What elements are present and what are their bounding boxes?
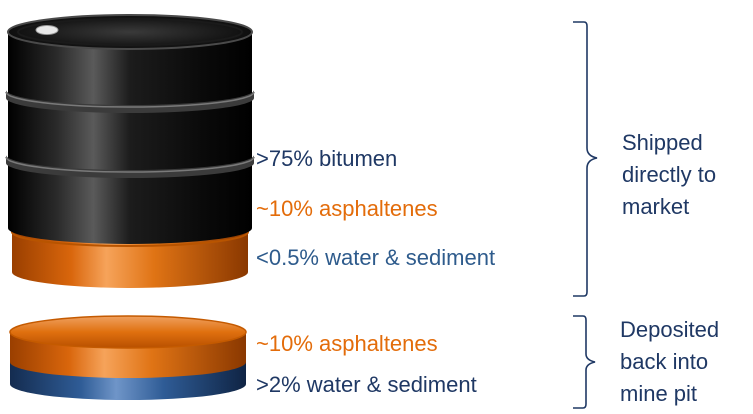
label-top-water-sediment: <0.5% water & sediment [256,245,496,270]
bottom-tray [9,315,247,400]
top-barrel-bitumen-body [8,32,252,244]
bung-cap-icon [35,25,59,35]
destination-deposited-line1: Deposited [620,317,720,342]
destination-deposited-line3: mine pit [620,381,698,406]
top-barrel [5,14,255,288]
destination-shipped-line1: Shipped [622,130,703,155]
bottom-bracket [573,315,596,409]
top-bracket [573,21,598,297]
destination-shipped: Shipped directly to market [622,127,716,223]
destination-shipped-line2: directly to [622,162,717,187]
label-bitumen: >75% bitumen [256,146,398,171]
top-barrel-hoop-lower [6,155,254,178]
bottom-tray-top-surface [9,315,247,349]
destination-shipped-line3: market [622,194,690,219]
label-top-asphaltenes: ~10% asphaltenes [256,196,438,221]
destination-deposited-line2: back into [620,349,709,374]
top-barrel-lid [7,14,253,50]
label-bottom-asphaltenes: ~10% asphaltenes [256,331,438,356]
destination-deposited: Deposited back into mine pit [620,314,719,410]
label-bottom-water-sediment: >2% water & sediment [256,372,477,397]
top-barrel-hoop-upper [6,90,254,113]
